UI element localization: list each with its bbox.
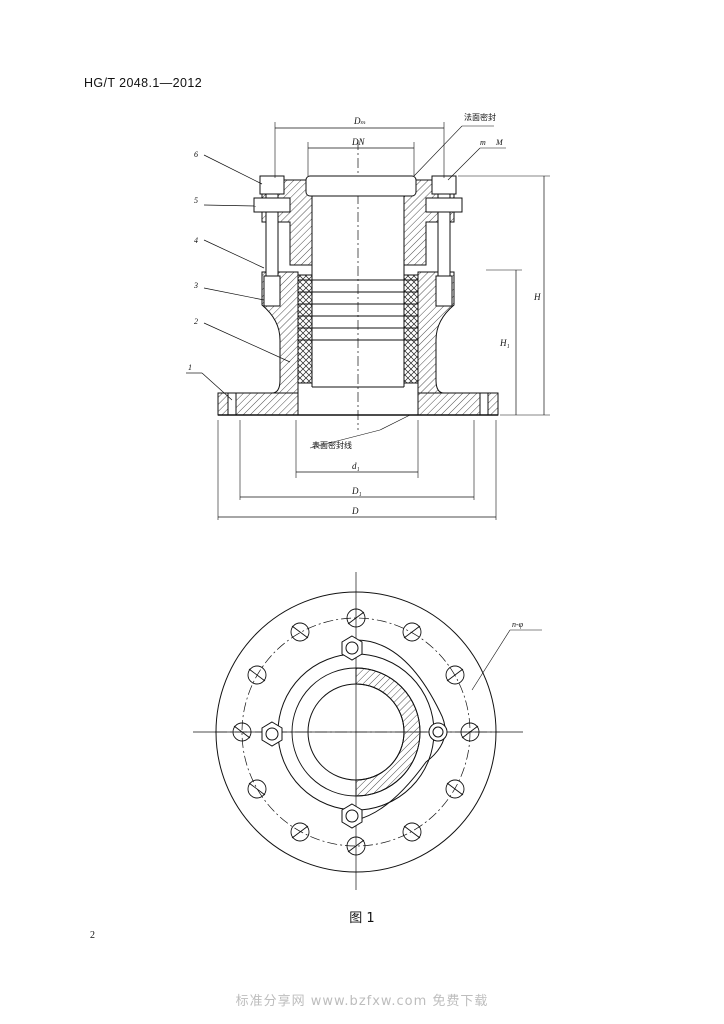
figure-caption: 图 1 <box>349 911 375 926</box>
page-number: 2 <box>90 930 95 941</box>
dim-d1-label: d₁ <box>352 461 360 471</box>
dim-m-label: m <box>480 138 486 147</box>
part-number-3: 3 <box>193 281 198 290</box>
dim-h1-label: H₁ <box>499 338 510 348</box>
part-number-6: 6 <box>194 150 198 159</box>
dim-dn-label: DN <box>351 137 365 147</box>
section-view <box>186 122 550 520</box>
dim-D-label: D <box>351 506 359 516</box>
dim-h-label: H <box>533 292 541 302</box>
flange-seal-note: 法面密封 <box>464 112 496 122</box>
dim-dw-label: Dₘ <box>353 116 366 126</box>
part-number-4: 4 <box>194 236 198 245</box>
watermark: 标准分享网 www.bzfxw.com 免费下载 <box>235 994 489 1009</box>
part-number-5: 5 <box>194 196 198 205</box>
plan-view <box>193 572 542 890</box>
part-number-1: 1 <box>188 363 192 372</box>
surface-seal-note: 表面密封线 <box>312 440 352 450</box>
dim-D1-label: D₁ <box>351 486 362 496</box>
dim-n-phi-label: n-φ <box>512 620 524 629</box>
dim-M-label: M <box>495 138 504 147</box>
part-number-2: 2 <box>194 317 198 326</box>
standard-code: HG/T 2048.1—2012 <box>84 76 203 90</box>
